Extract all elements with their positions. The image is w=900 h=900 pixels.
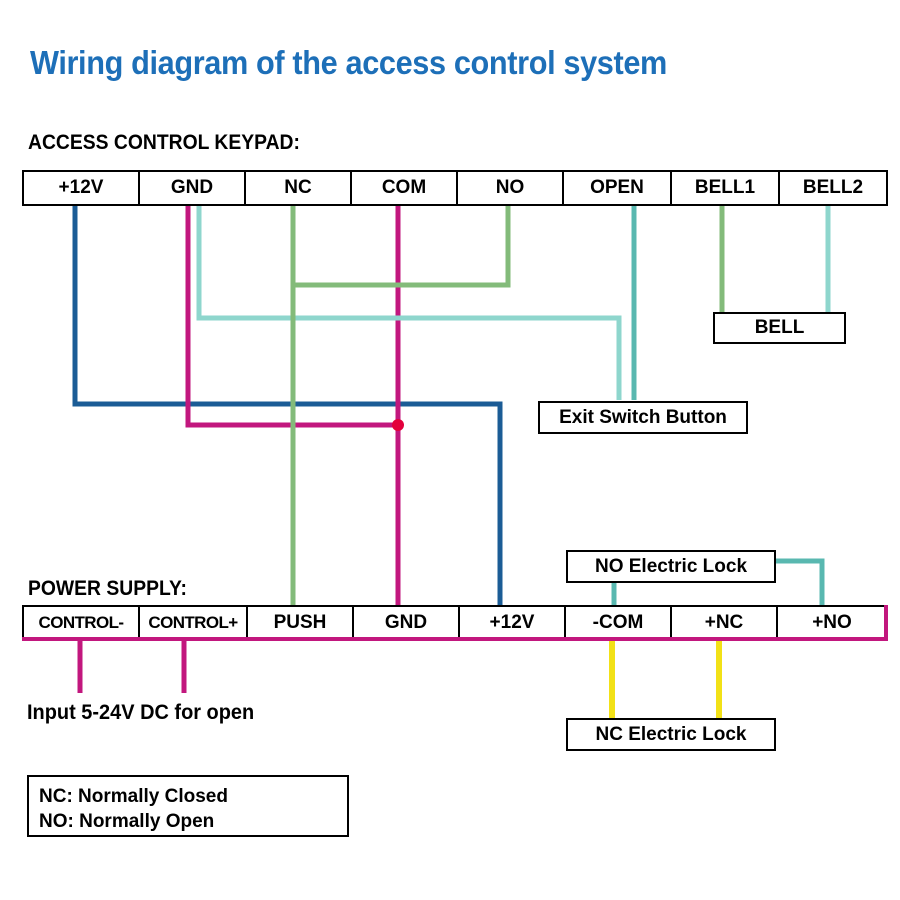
power-terminal-no[interactable]: +NO	[776, 605, 888, 641]
exit-switch-button-box[interactable]: Exit Switch Button	[538, 401, 748, 434]
keypad-terminal-bell1[interactable]: BELL1	[670, 170, 780, 206]
keypad-terminal-no[interactable]: NO	[456, 170, 564, 206]
keypad-terminal-gnd[interactable]: GND	[138, 170, 246, 206]
power-terminal-nc[interactable]: +NC	[670, 605, 778, 641]
legend-line-no: NO: Normally Open	[39, 811, 215, 833]
power-terminal-12v[interactable]: +12V	[458, 605, 566, 641]
input-voltage-note: Input 5-24V DC for open	[27, 701, 255, 724]
wire-gnd-exit-teal	[196, 196, 622, 400]
wire-no-push-green	[290, 196, 511, 606]
no-electric-lock-box[interactable]: NO Electric Lock	[566, 550, 776, 583]
power-supply-section-label: POWER SUPPLY:	[28, 577, 187, 600]
keypad-terminal-12v[interactable]: +12V	[22, 170, 140, 206]
power-terminal-push[interactable]: PUSH	[246, 605, 354, 641]
power-supply-bottom-accent	[22, 637, 888, 641]
wire-nolock-no-teal	[776, 558, 825, 606]
power-terminal-com[interactable]: -COM	[564, 605, 672, 641]
power-terminal-control[interactable]: CONTROL-	[22, 605, 140, 641]
bell-device-box[interactable]: BELL	[713, 312, 846, 344]
legend-box: NC: Normally Closed NO: Normally Open	[27, 775, 349, 837]
legend-line-nc: NC: Normally Closed	[39, 786, 228, 807]
nc-electric-lock-box[interactable]: NC Electric Lock	[566, 718, 776, 751]
page-title: Wiring diagram of the access control sys…	[30, 44, 667, 81]
wire-12v-blue	[72, 196, 503, 606]
keypad-terminal-nc[interactable]: NC	[244, 170, 352, 206]
power-supply-right-accent	[884, 605, 888, 641]
keypad-terminal-com[interactable]: COM	[350, 170, 458, 206]
keypad-terminal-bell2[interactable]: BELL2	[778, 170, 888, 206]
keypad-section-label: ACCESS CONTROL KEYPAD:	[28, 131, 300, 154]
power-terminal-control[interactable]: CONTROL+	[138, 605, 248, 641]
keypad-terminal-open[interactable]: OPEN	[562, 170, 672, 206]
junction-dot	[392, 419, 404, 431]
power-terminal-gnd[interactable]: GND	[352, 605, 460, 641]
